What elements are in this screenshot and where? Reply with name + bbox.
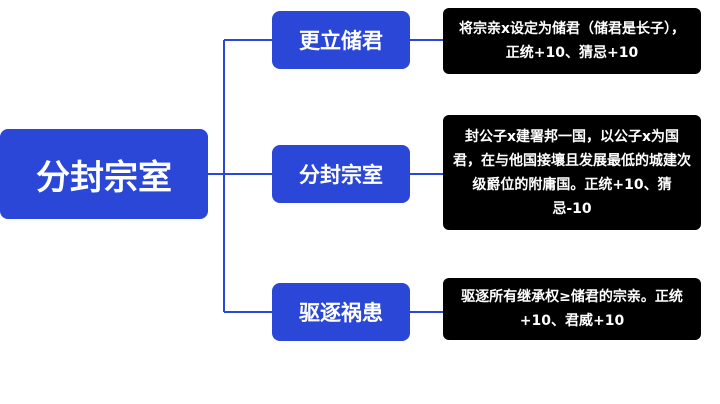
description-text: 封公子x建署邦一国，以公子x为国君，在与他国接壤且发展最低的城建次级爵位的附庸国… [453,128,691,217]
description-text: 驱逐所有继承权≥储君的宗亲。正统+10、君威+10 [461,289,683,329]
branch-node-label: 更立储君 [299,29,383,53]
description-box-1: 将宗亲x设定为储君（储君是长子），正统+10、猜忌+10 [443,8,701,74]
branch-node-2: 分封宗室 [272,145,410,203]
description-box-2: 封公子x建署邦一国，以公子x为国君，在与他国接壤且发展最低的城建次级爵位的附庸国… [443,115,701,230]
root-node: 分封宗室 [0,129,208,219]
description-box-3: 驱逐所有继承权≥储君的宗亲。正统+10、君威+10 [443,278,701,340]
branch-node-1: 更立储君 [272,11,410,69]
description-text: 将宗亲x设定为储君（储君是长子），正统+10、猜忌+10 [458,21,686,61]
branch-node-3: 驱逐祸患 [272,283,410,341]
branch-node-label: 驱逐祸患 [299,301,383,325]
root-node-label: 分封宗室 [36,157,172,198]
branch-node-label: 分封宗室 [299,163,383,187]
